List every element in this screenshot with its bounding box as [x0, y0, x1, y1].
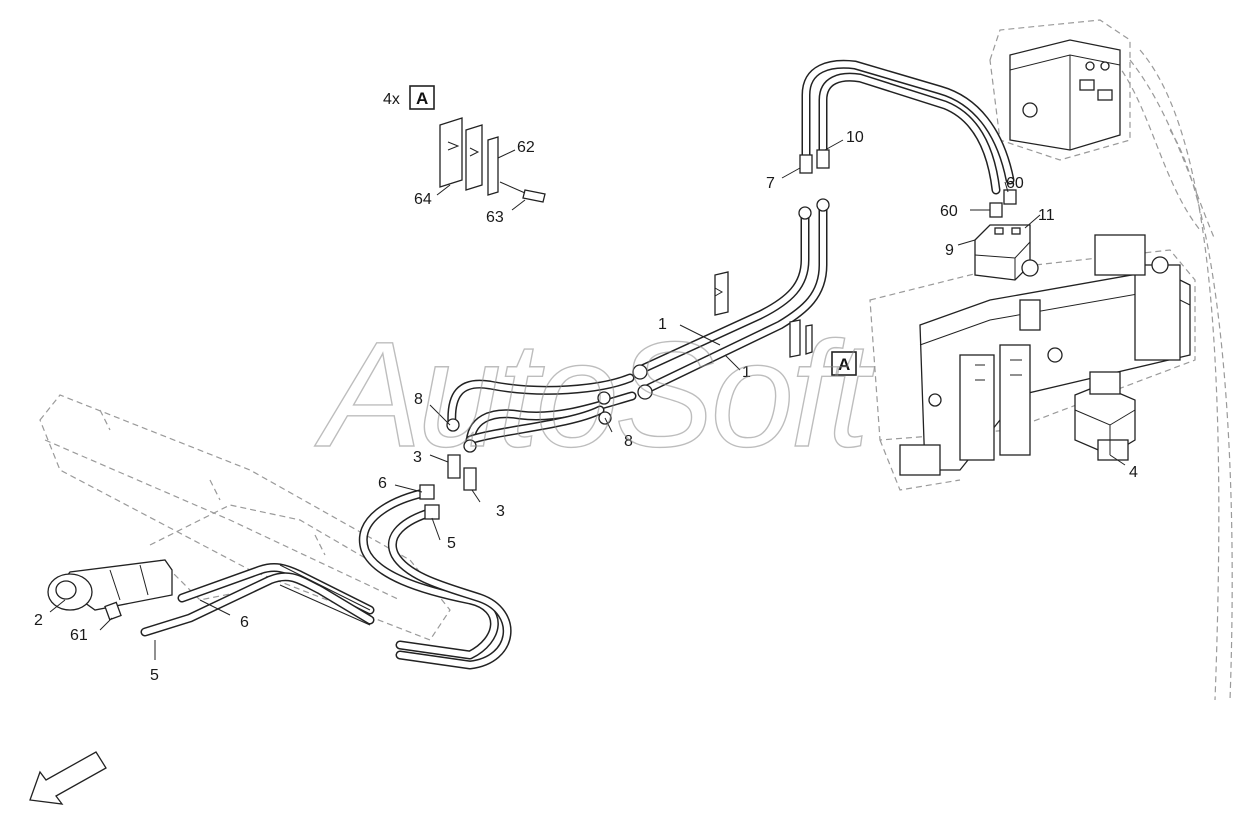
- detail-quantity: 4x: [383, 91, 400, 108]
- label-60a: 60: [1006, 175, 1024, 192]
- inline-letter-box: [831, 351, 857, 376]
- label-6a: 6: [378, 475, 387, 492]
- label-8a: 8: [414, 391, 423, 408]
- leader-lines: [49, 139, 1126, 660]
- label-1a: 1: [658, 316, 667, 333]
- label-10: 10: [846, 129, 864, 146]
- label-63: 63: [486, 209, 504, 226]
- label-2: 2: [34, 612, 43, 629]
- hose-group: [140, 59, 1015, 670]
- direction-arrow-icon: [29, 751, 107, 805]
- solenoid-valve-4: [1074, 371, 1136, 461]
- inline-letter: A: [838, 355, 850, 374]
- label-7: 7: [766, 175, 775, 192]
- upper-manifold-block: [1009, 39, 1121, 151]
- inline-detail-callout: A: [831, 351, 857, 376]
- label-61: 61: [70, 627, 88, 644]
- detail-a-clamp-assembly: [439, 117, 546, 203]
- label-1b: 1: [742, 364, 751, 381]
- label-4: 4: [1129, 464, 1138, 481]
- clamp-inline-1: [714, 271, 729, 316]
- detail-letter-box: [409, 85, 435, 110]
- label-64: 64: [414, 191, 432, 208]
- label-11: 11: [1038, 207, 1055, 224]
- main-valve-bank: [899, 234, 1191, 476]
- label-3a: 3: [413, 449, 422, 466]
- fitting-61: [104, 601, 122, 621]
- label-62: 62: [517, 139, 535, 156]
- label-5a: 5: [447, 535, 456, 552]
- part-labels: 1 1 2 3 3 4 5 5 6 6 7 8 8 9 10 11 60 60 …: [34, 129, 1138, 684]
- label-8b: 8: [624, 433, 633, 450]
- label-3b: 3: [496, 503, 505, 520]
- clamp-inline-2: [789, 319, 813, 358]
- detail-letter: A: [416, 89, 428, 108]
- detail-quantity-callout: 4x A: [383, 85, 435, 110]
- fitting-60: [989, 189, 1017, 218]
- valve-unit-9: [974, 224, 1039, 281]
- cylinder-2: [47, 559, 173, 611]
- label-6b: 6: [240, 614, 249, 631]
- label-60b: 60: [940, 203, 958, 220]
- label-9: 9: [945, 242, 954, 259]
- label-5b: 5: [150, 667, 159, 684]
- watermark: AutoSoft: [314, 310, 875, 478]
